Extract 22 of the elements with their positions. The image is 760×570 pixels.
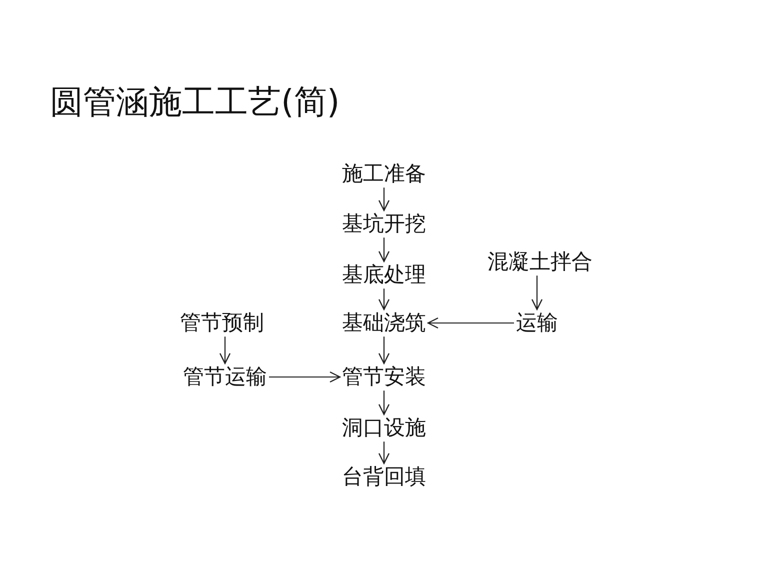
step-text: 混凝土拌合 [488, 249, 592, 275]
step-text: 运输 [516, 310, 558, 336]
step-text: 管节运输 [183, 364, 267, 390]
arrow [531, 276, 543, 310]
step-text: 基坑开挖 [342, 211, 426, 237]
arrow [378, 188, 390, 211]
arrow [378, 238, 390, 262]
arrow [378, 288, 390, 310]
step-text: 台背回填 [342, 464, 426, 490]
arrow [219, 336, 231, 364]
step-text: 管节安装 [342, 364, 426, 390]
diagram-title: 圆管涵施工工艺(简) [50, 81, 340, 123]
step-text: 基底处理 [342, 262, 426, 288]
arrow [378, 390, 390, 415]
step-text: 管节预制 [180, 310, 264, 336]
arrow [378, 442, 390, 464]
step-text: 基础浇筑 [342, 310, 426, 336]
arrow [269, 371, 341, 383]
step-text: 洞口设施 [342, 415, 426, 441]
arrow [378, 336, 390, 364]
arrow [427, 317, 514, 329]
step-text: 施工准备 [342, 161, 426, 187]
